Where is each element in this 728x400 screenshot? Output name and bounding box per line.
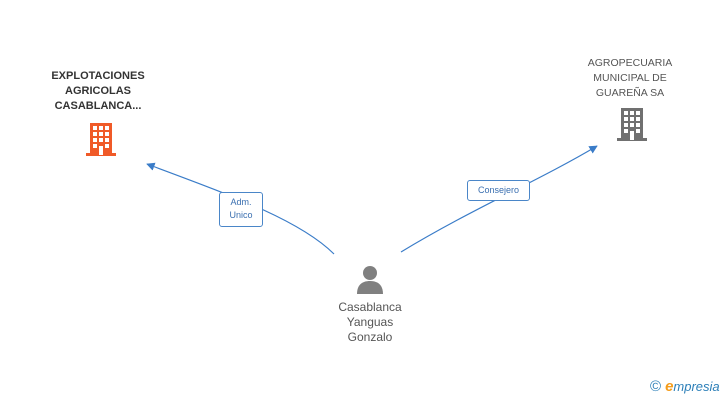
copyright-symbol: ©: [650, 378, 662, 395]
edge-label-line: Unico: [229, 210, 253, 220]
brand-logo-text: mpresia: [673, 379, 720, 394]
empresia-logo[interactable]: ©empresia: [650, 378, 720, 395]
person-name-line: Yanguas: [346, 315, 394, 329]
building-icon[interactable]: [84, 121, 118, 157]
edge-label-line: Consejero: [477, 185, 520, 195]
company-b-name-line: MUNICIPAL DE: [593, 72, 667, 84]
edge-label-line: Adm.: [230, 197, 252, 207]
person-name[interactable]: Casablanca Yanguas Gonzalo: [300, 300, 440, 345]
company-b-name-line: AGROPECUARIA: [587, 57, 673, 69]
company-b-name[interactable]: AGROPECUARIA MUNICIPAL DE GUAREÑA SA: [560, 56, 700, 101]
person-name-line: Casablanca: [338, 300, 402, 314]
person-name-line: Gonzalo: [347, 330, 393, 344]
brand-logo-letter: e: [665, 378, 674, 395]
company-a-name-line: AGRICOLAS: [65, 85, 131, 97]
person-icon[interactable]: [356, 265, 384, 295]
company-a-name-line: EXPLOTACIONES: [51, 70, 145, 82]
building-icon[interactable]: [615, 106, 649, 142]
company-a-name-line: CASABLANCA...: [54, 100, 142, 112]
company-a-name[interactable]: EXPLOTACIONES AGRICOLAS CASABLANCA...: [28, 69, 168, 114]
edge-label-consejero[interactable]: Consejero: [467, 180, 530, 201]
edge-label-adm-unico[interactable]: Adm. Unico: [219, 192, 263, 227]
company-b-name-line: GUAREÑA SA: [595, 87, 665, 99]
